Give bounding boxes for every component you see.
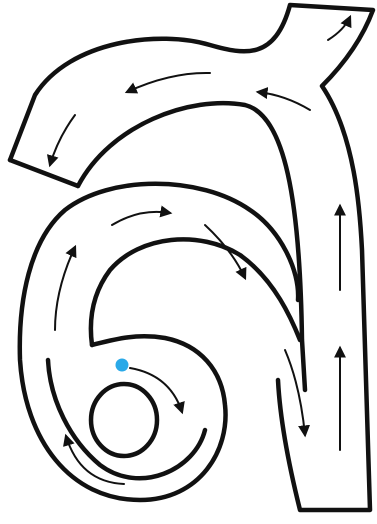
direction-arrow — [127, 73, 210, 92]
direction-arrow — [258, 92, 310, 110]
direction-arrow — [50, 115, 75, 165]
outer-loop-outline — [20, 184, 298, 500]
inner-loop-outline — [91, 239, 300, 345]
direction-arrow — [112, 212, 170, 225]
direction-arrow — [328, 17, 350, 40]
direction-arrow — [205, 225, 245, 278]
inner-loop-cap — [48, 360, 205, 478]
start-dot[interactable] — [116, 359, 129, 372]
outer-arch-outline — [10, 5, 373, 510]
direction-arrow — [55, 247, 75, 330]
loop-hole — [91, 384, 157, 456]
arch-end-cap — [10, 160, 78, 186]
